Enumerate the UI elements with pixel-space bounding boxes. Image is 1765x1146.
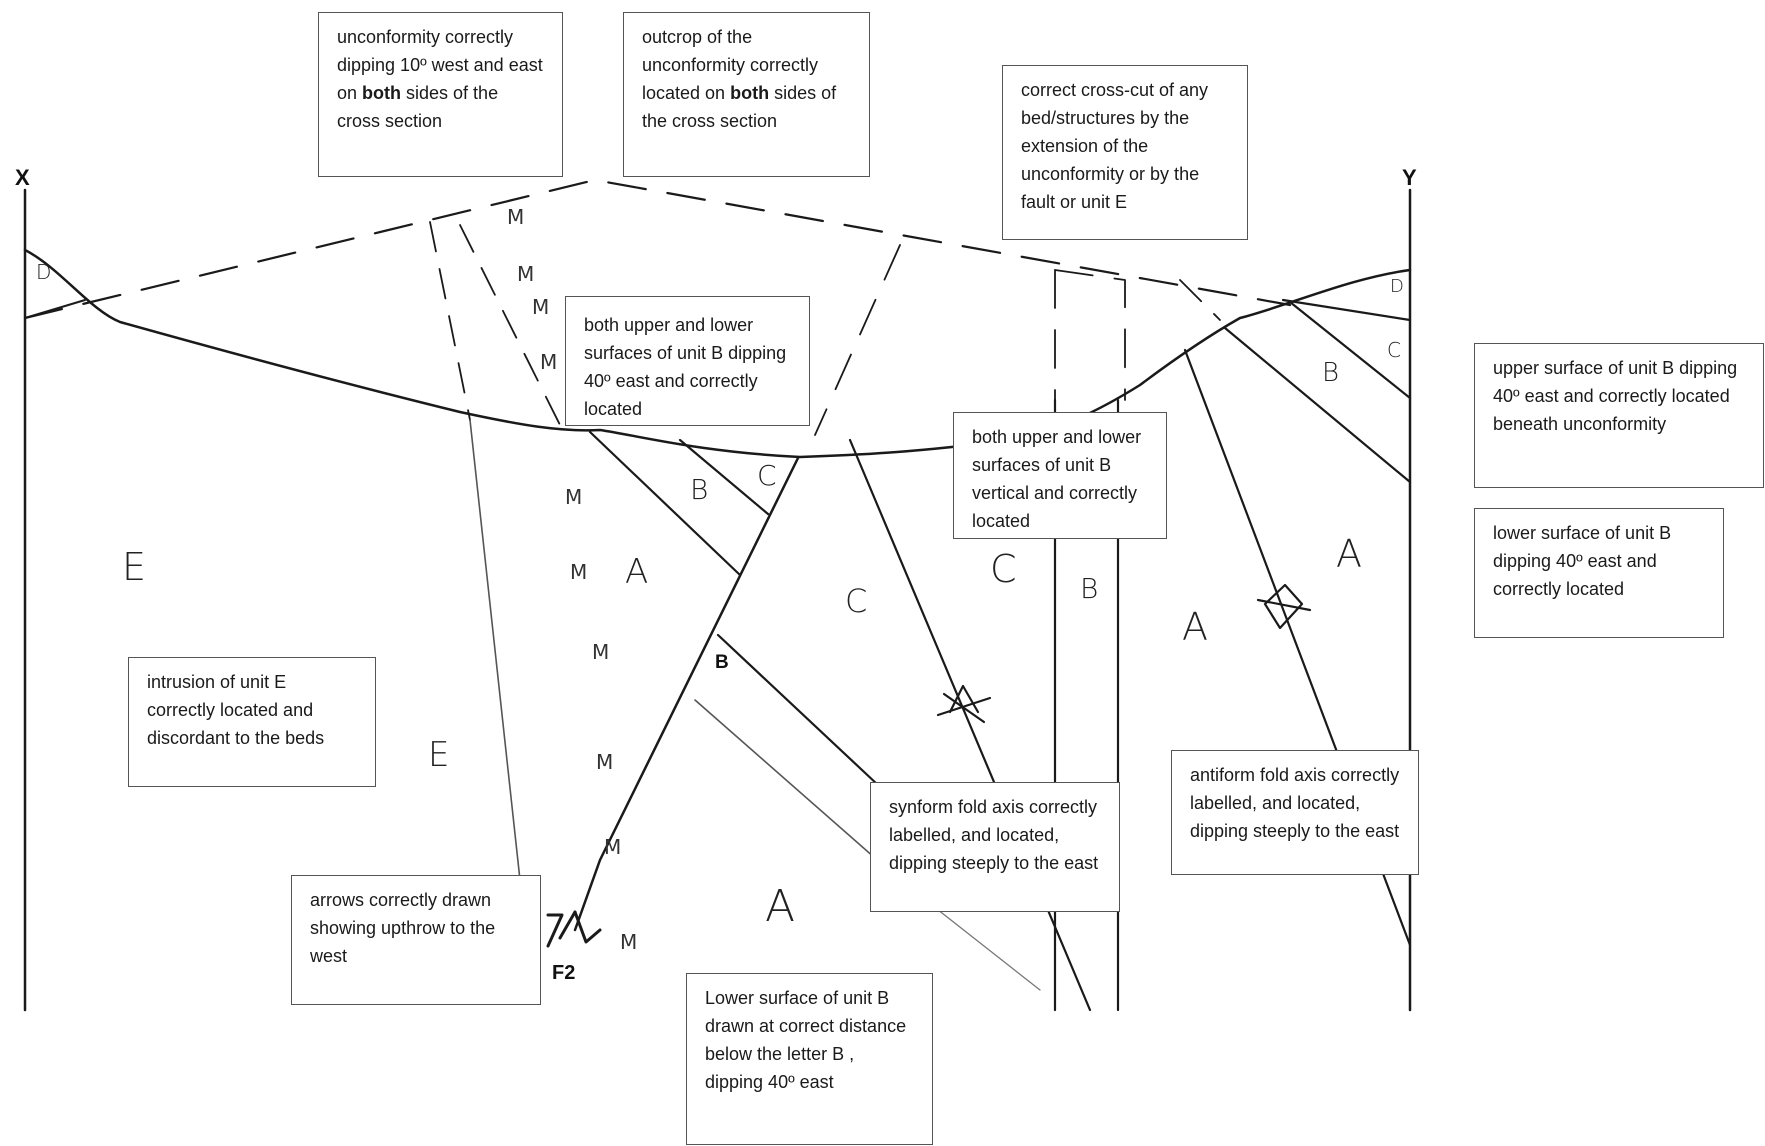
section-end-x: X	[15, 165, 30, 190]
note-unit-b-vertical: both upper and lower surfaces of unit B …	[953, 412, 1167, 539]
note-unconformity-dip: unconformity correctly dipping 10º west …	[318, 12, 563, 177]
unit-d-base-west	[24, 299, 86, 319]
unit-label: B	[1080, 572, 1099, 605]
dashed-projection-1	[429, 221, 471, 421]
unit-label: C	[990, 547, 1017, 591]
bed-marker-label: B	[715, 652, 729, 673]
note-arrows: arrows correctly drawn showing upthrow t…	[291, 875, 541, 1005]
note-outcrop: outcrop of the unconformity correctly lo…	[623, 12, 870, 177]
synform-limb-west	[848, 438, 1092, 1012]
unit-label: E	[122, 545, 147, 589]
unit-label: A	[1182, 605, 1208, 649]
bed-b-lower-west	[678, 438, 770, 516]
aureole-letter: M	[540, 350, 558, 374]
aureole-letter: M	[620, 930, 638, 954]
unit-label: C	[1387, 338, 1401, 362]
unit-label: A	[625, 552, 649, 592]
dashed-projection-6	[1179, 279, 1221, 321]
topographic-surface	[23, 248, 1412, 459]
antiform-symbol	[1256, 583, 1312, 630]
unit-label: C	[845, 582, 868, 620]
bed-east-1	[1223, 326, 1412, 484]
fault-label: F2	[552, 962, 576, 984]
dashed-projection-3	[814, 244, 901, 436]
bed-b-upper-hw	[716, 633, 880, 787]
unit-label: B	[1322, 358, 1340, 388]
intrusion-contact	[469, 419, 521, 881]
bed-east-3	[1281, 298, 1412, 322]
fault-f2	[573, 456, 800, 932]
fault-arrows	[546, 910, 602, 948]
unit-label: A	[1336, 532, 1362, 576]
unit-label: D	[1390, 276, 1404, 297]
note-lower-surface-b: Lower surface of unit B drawn at correct…	[686, 973, 933, 1145]
synform-symbol	[936, 684, 992, 724]
dashed-projection-2	[459, 224, 561, 426]
section-end-y: Y	[1402, 165, 1417, 190]
note-lower-surface: lower surface of unit B dipping 40º east…	[1474, 508, 1724, 638]
dashed-projection-5	[1054, 269, 1126, 401]
aureole-letter: M	[592, 640, 610, 664]
aureole-letter: M	[517, 262, 535, 286]
bed-east-2	[1288, 300, 1412, 400]
aureole-letter: M	[507, 205, 525, 229]
unconformity-projection	[23, 178, 1292, 320]
note-cross-cut: correct cross-cut of any bed/structures …	[1002, 65, 1248, 240]
unit-label: C	[757, 459, 777, 492]
bed-b-upper-west	[588, 430, 742, 577]
note-upper-surface: upper surface of unit B dipping 40º east…	[1474, 343, 1764, 488]
note-antiform: antiform fold axis correctly labelled, a…	[1171, 750, 1419, 875]
unit-label: A	[765, 881, 796, 932]
aureole-letter: M	[570, 560, 588, 584]
aureole-letter: M	[565, 485, 583, 509]
unit-label: B	[690, 473, 709, 506]
aureole-letter: M	[596, 750, 614, 774]
aureole-letter: M	[604, 835, 622, 859]
note-synform: synform fold axis correctly labelled, an…	[870, 782, 1120, 912]
unit-label: D	[36, 260, 52, 284]
note-intrusion: intrusion of unit E correctly located an…	[128, 657, 376, 787]
unit-label: E	[428, 735, 450, 775]
bed-b-lower-hw	[694, 699, 901, 881]
note-unit-b-dipping: both upper and lower surfaces of unit B …	[565, 296, 810, 426]
aureole-letter: M	[532, 295, 550, 319]
